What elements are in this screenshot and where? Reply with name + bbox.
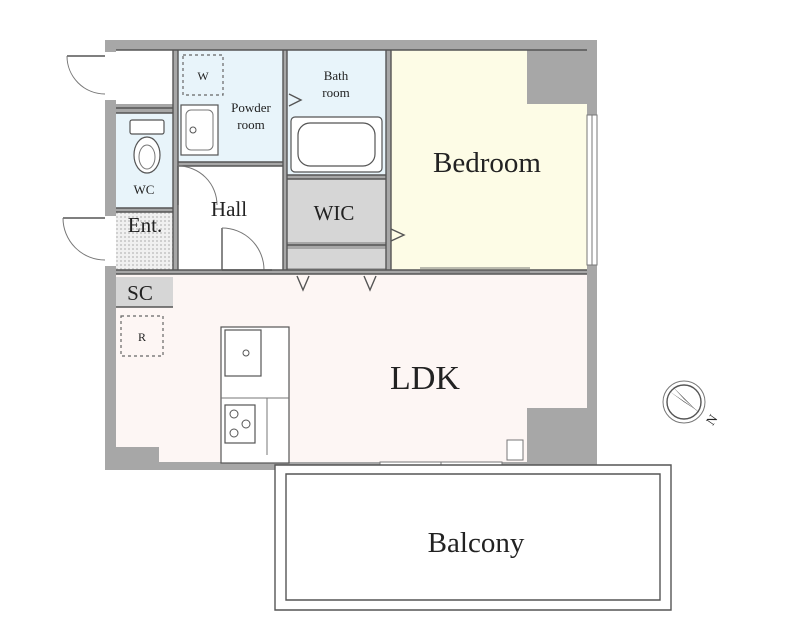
balcony <box>274 464 672 611</box>
bath-room-label-line2: room <box>322 85 349 100</box>
closet-top-left <box>116 50 173 104</box>
storage-strip <box>287 249 386 268</box>
washer-label: W <box>197 69 209 83</box>
north-label: N <box>703 411 721 428</box>
washer-space <box>182 54 224 96</box>
doors <box>62 52 406 292</box>
bedroom-area <box>391 50 587 270</box>
room-labels: Bedroom LDK Balcony WIC Hall WC Ent. SC … <box>127 68 721 559</box>
wic-label: WIC <box>314 201 355 225</box>
balcony-label: Balcony <box>428 527 525 559</box>
washbasin-icon <box>180 104 219 156</box>
partitions <box>116 49 587 308</box>
ldk-area <box>116 274 587 462</box>
entrance-area <box>116 212 173 270</box>
toilet-icon <box>129 119 165 174</box>
ldk-label: LDK <box>390 360 460 397</box>
shoe-closet-area <box>116 277 173 307</box>
compass-icon <box>662 380 706 424</box>
bathtub-icon <box>290 116 383 173</box>
refrigerator-label: R <box>138 330 146 344</box>
wc-label: WC <box>134 182 155 197</box>
refrigerator-space <box>120 315 164 357</box>
entrance-label: Ent. <box>128 213 162 237</box>
wic-area <box>287 179 386 242</box>
hall-area <box>178 166 283 270</box>
bedroom-label: Bedroom <box>433 147 541 179</box>
bath-room-label-line1: Bath <box>324 68 349 83</box>
shoe-closet-label: SC <box>127 281 153 305</box>
fixtures <box>120 54 383 464</box>
powder-room-label-line2: room <box>237 117 264 132</box>
stove-icon <box>224 404 256 444</box>
hall-label: Hall <box>211 197 247 221</box>
powder-room-label-line1: Powder <box>231 100 271 115</box>
kitchen-counter <box>220 326 290 464</box>
